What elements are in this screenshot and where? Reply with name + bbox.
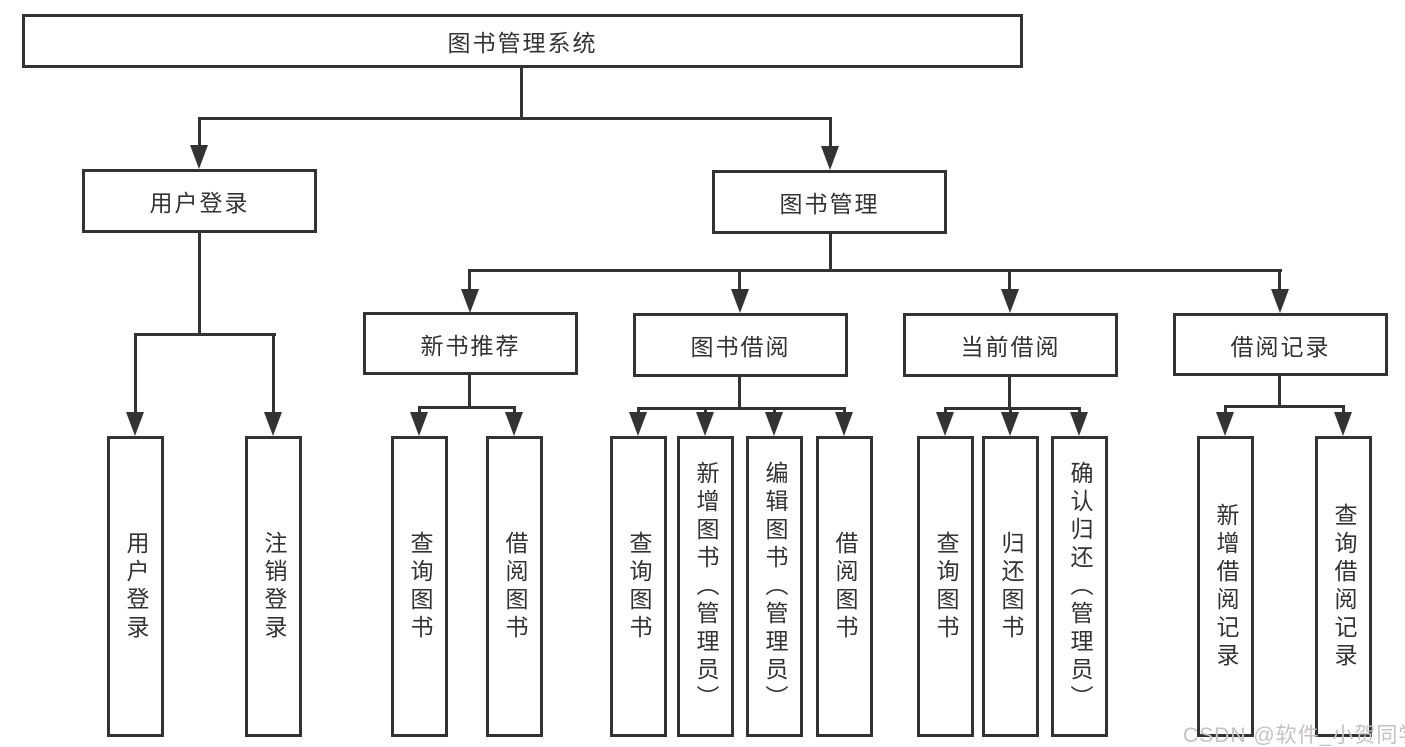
- arrow-down-icon: [1001, 412, 1019, 436]
- leaf-borrow-book-label: 借阅图书: [832, 530, 858, 643]
- arrow-down-icon: [696, 412, 714, 436]
- node-book-borrow: 图书借阅: [633, 313, 848, 377]
- connector-line: [468, 269, 1282, 272]
- arrow-down-icon: [629, 412, 647, 436]
- leaf-borrow-book-recommend: 借阅图书: [486, 436, 543, 737]
- arrow-down-icon: [731, 289, 749, 313]
- arrow-down-icon: [1334, 412, 1352, 436]
- connector-line: [520, 68, 523, 120]
- leaf-user-login-label: 用户登录: [123, 530, 149, 643]
- arrow-down-icon: [765, 412, 783, 436]
- leaf-query-book-recommend-label: 查询图书: [407, 530, 433, 643]
- leaf-add-book-admin-label: 新增图书（管理员）: [693, 460, 719, 713]
- connector-line: [1008, 269, 1011, 291]
- leaf-query-book-recommend: 查询图书: [391, 436, 448, 737]
- node-current-borrow: 当前借阅: [903, 313, 1118, 377]
- node-current-borrow-label: 当前借阅: [960, 334, 1061, 360]
- connector-line: [829, 234, 832, 272]
- leaf-query-book-borrow: 查询图书: [610, 436, 667, 737]
- node-user-login: 用户登录: [82, 169, 317, 233]
- leaf-edit-book-admin-label: 编辑图书（管理员）: [762, 460, 788, 713]
- leaf-query-book-current-label: 查询图书: [933, 530, 959, 643]
- connector-line: [468, 269, 471, 291]
- node-book-borrow-label: 图书借阅: [690, 334, 791, 360]
- leaf-add-borrow-record: 新增借阅记录: [1197, 436, 1254, 737]
- arrow-down-icon: [835, 412, 853, 436]
- arrow-down-icon: [1001, 289, 1019, 313]
- arrow-down-icon: [1070, 412, 1088, 436]
- leaf-borrow-book-recommend-label: 借阅图书: [502, 530, 528, 643]
- leaf-return-book-label: 归还图书: [998, 530, 1024, 643]
- arrow-down-icon: [821, 146, 839, 170]
- leaf-query-book-borrow-label: 查询图书: [626, 530, 652, 643]
- connector-line: [418, 406, 516, 409]
- arrow-down-icon: [936, 412, 954, 436]
- connector-line: [1078, 407, 1081, 415]
- connector-line: [637, 407, 846, 410]
- connector-line: [944, 407, 1081, 410]
- connector-line: [1224, 405, 1227, 415]
- connector-line: [198, 117, 201, 147]
- connector-line: [738, 377, 741, 408]
- node-root-label: 图书管理系统: [447, 30, 598, 56]
- arrow-down-icon: [1216, 412, 1234, 436]
- arrow-down-icon: [410, 412, 428, 436]
- connector-line: [272, 333, 275, 414]
- leaf-add-borrow-record-label: 新增借阅记录: [1213, 502, 1239, 671]
- leaf-query-book-current: 查询图书: [917, 436, 974, 737]
- node-borrow-records-label: 借阅记录: [1230, 333, 1331, 360]
- arrow-down-icon: [505, 412, 523, 436]
- arrow-down-icon: [264, 412, 282, 436]
- connector-line: [134, 333, 137, 414]
- connector-line: [829, 117, 832, 148]
- connector-line: [198, 233, 201, 336]
- connector-line: [773, 407, 776, 415]
- leaf-return-book: 归还图书: [982, 436, 1039, 737]
- connector-line: [1008, 377, 1011, 408]
- node-book-management-label: 图书管理: [779, 191, 880, 217]
- connector-line: [513, 406, 516, 415]
- connector-line: [1278, 269, 1281, 291]
- connector-line: [1224, 405, 1345, 408]
- arrow-down-icon: [1271, 289, 1289, 313]
- leaf-logout-label: 注销登录: [261, 530, 287, 643]
- leaf-confirm-return-admin-label: 确认归还（管理员）: [1067, 460, 1093, 713]
- connector-line: [944, 407, 947, 415]
- leaf-query-borrow-record: 查询借阅记录: [1315, 436, 1372, 737]
- connector-line: [198, 117, 832, 120]
- connector-line: [134, 333, 276, 336]
- connector-line: [1009, 407, 1012, 415]
- node-new-book-recommend-label: 新书推荐: [420, 332, 521, 359]
- node-book-management: 图书管理: [712, 170, 947, 234]
- csdn-watermark: CSDN @软件_小贺同学: [1183, 724, 1405, 747]
- connector-line: [637, 407, 640, 415]
- leaf-user-login: 用户登录: [107, 436, 164, 737]
- connector-line: [418, 406, 421, 415]
- node-root: 图书管理系统: [22, 14, 1023, 68]
- leaf-edit-book-admin: 编辑图书（管理员）: [746, 436, 803, 737]
- arrow-down-icon: [461, 289, 479, 313]
- arrow-down-icon: [190, 145, 208, 169]
- connector-line: [843, 407, 846, 415]
- connector-line: [704, 407, 707, 415]
- leaf-borrow-book: 借阅图书: [816, 436, 873, 737]
- node-borrow-records: 借阅记录: [1173, 313, 1388, 376]
- leaf-logout: 注销登录: [245, 436, 302, 737]
- node-new-book-recommend: 新书推荐: [363, 312, 578, 375]
- node-user-login-label: 用户登录: [149, 190, 250, 216]
- connector-line: [738, 269, 741, 291]
- connector-line: [1342, 405, 1345, 415]
- leaf-add-book-admin: 新增图书（管理员）: [677, 436, 734, 737]
- leaf-query-borrow-record-label: 查询借阅记录: [1331, 502, 1357, 671]
- connector-line: [468, 375, 471, 408]
- arrow-down-icon: [126, 412, 144, 436]
- connector-line: [1278, 376, 1281, 407]
- leaf-confirm-return-admin: 确认归还（管理员）: [1051, 436, 1108, 737]
